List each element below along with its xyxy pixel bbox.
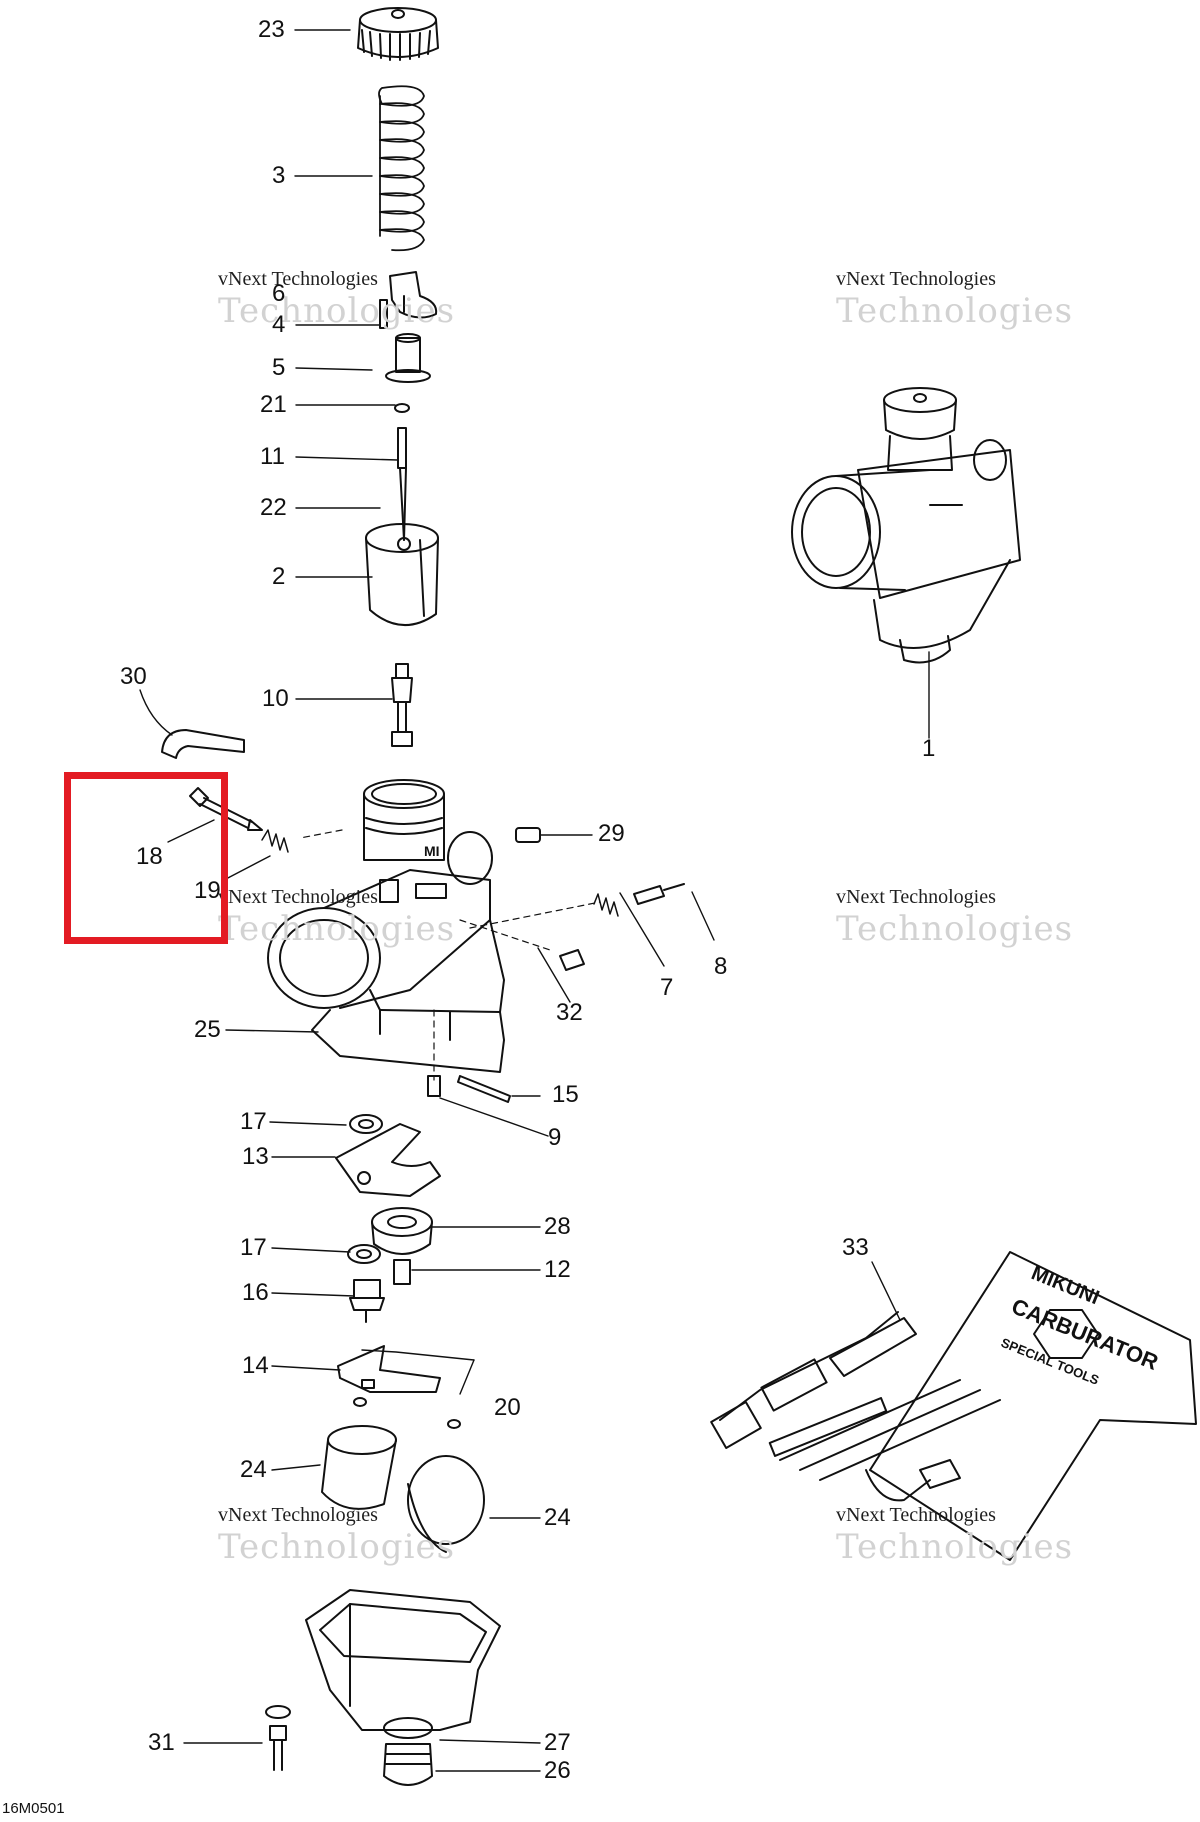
part-17-washer-a — [349, 1114, 383, 1134]
part-1-carburetor-assembly — [791, 387, 1021, 664]
label-part-28[interactable]: 28 — [544, 1213, 571, 1240]
part-7-spring — [593, 893, 619, 917]
carburetor-body: MI — [267, 779, 505, 1073]
part-27-washer — [383, 1717, 433, 1739]
watermark-2: vNext Technologies Technologies — [836, 268, 1074, 331]
watermark-5: vNext Technologies Technologies — [218, 1504, 456, 1567]
label-part-10[interactable]: 10 — [262, 685, 289, 712]
label-part-24-a[interactable]: 24 — [240, 1456, 267, 1483]
part-3-spring — [378, 85, 425, 252]
part-24-float-b — [407, 1455, 485, 1553]
watermark-4: vNext Technologies Technologies — [836, 886, 1074, 949]
part-31-screw — [265, 1705, 291, 1771]
label-part-8[interactable]: 8 — [714, 953, 728, 980]
label-part-9[interactable]: 9 — [548, 1124, 562, 1151]
part-15-pin — [457, 1075, 511, 1103]
label-part-2[interactable]: 2 — [272, 563, 286, 590]
label-part-17-a[interactable]: 17 — [240, 1108, 267, 1135]
label-part-23[interactable]: 23 — [258, 16, 285, 43]
part-12-nut — [393, 1259, 411, 1285]
label-part-21[interactable]: 21 — [260, 391, 287, 418]
label-part-30[interactable]: 30 — [120, 663, 147, 690]
label-part-13[interactable]: 13 — [242, 1143, 269, 1170]
part-29-plug — [515, 827, 541, 843]
part-2-throttle-slide — [365, 523, 439, 627]
label-part-11[interactable]: 11 — [260, 443, 285, 470]
label-part-16[interactable]: 16 — [242, 1279, 269, 1306]
part-30-hose — [161, 729, 245, 759]
label-part-6[interactable]: 6 — [272, 280, 286, 307]
label-part-25[interactable]: 25 — [194, 1016, 221, 1043]
label-part-27[interactable]: 27 — [544, 1729, 571, 1756]
part-17-washer-b — [347, 1244, 381, 1264]
part-23-top-cap — [357, 7, 439, 61]
leader-lines — [139, 29, 930, 1772]
label-part-26[interactable]: 26 — [544, 1757, 571, 1784]
label-part-19[interactable]: 19 — [194, 877, 221, 904]
label-part-14[interactable]: 14 — [242, 1352, 269, 1379]
label-part-20[interactable]: 20 — [494, 1394, 521, 1421]
svg-text:CARBURATOR: CARBURATOR — [1008, 1293, 1162, 1375]
part-20-pins — [353, 1397, 461, 1429]
part-21-ring — [394, 403, 410, 413]
label-part-3[interactable]: 3 — [272, 162, 286, 189]
label-part-7[interactable]: 7 — [660, 974, 674, 1001]
part-6-clip — [389, 271, 438, 319]
svg-text:MI: MI — [424, 843, 440, 859]
part-28-bearing — [371, 1207, 433, 1255]
part-4-pin — [379, 299, 388, 329]
label-part-22[interactable]: 22 — [260, 494, 287, 521]
diagram-code: 16M0501 — [2, 1800, 65, 1817]
highlight-box — [64, 772, 228, 944]
part-16-valve-seat — [349, 1279, 385, 1323]
part-5-holder — [385, 333, 431, 383]
label-part-15[interactable]: 15 — [552, 1081, 579, 1108]
label-part-32[interactable]: 32 — [556, 999, 583, 1026]
label-part-4[interactable]: 4 — [272, 311, 286, 338]
label-part-18[interactable]: 18 — [136, 843, 163, 870]
part-10-needle-jet — [391, 663, 413, 747]
label-part-29[interactable]: 29 — [598, 820, 625, 847]
label-part-17-b[interactable]: 17 — [240, 1234, 267, 1261]
label-part-33[interactable]: 33 — [842, 1234, 869, 1261]
watermark-3: vNext Technologies Technologies — [218, 886, 456, 949]
part-24-float-a — [321, 1425, 397, 1510]
label-part-5[interactable]: 5 — [272, 354, 286, 381]
part-8-screw — [633, 883, 685, 905]
label-part-24-b[interactable]: 24 — [544, 1504, 571, 1531]
part-26-drain-plug — [383, 1743, 433, 1786]
watermark-6: vNext Technologies Technologies — [836, 1504, 1074, 1567]
float-bowl — [305, 1589, 501, 1731]
part-19-spring — [261, 829, 289, 853]
label-part-12[interactable]: 12 — [544, 1256, 571, 1283]
label-part-1[interactable]: 1 — [922, 735, 936, 762]
part-9-jet — [427, 1075, 441, 1097]
label-part-31[interactable]: 31 — [148, 1729, 175, 1756]
part-13-gasket — [335, 1123, 441, 1197]
part-11-needle — [397, 427, 407, 541]
part-32-cap — [559, 949, 585, 971]
watermark-1: vNext Technologies Technologies — [218, 268, 456, 331]
part-14-float-arm — [337, 1345, 441, 1393]
